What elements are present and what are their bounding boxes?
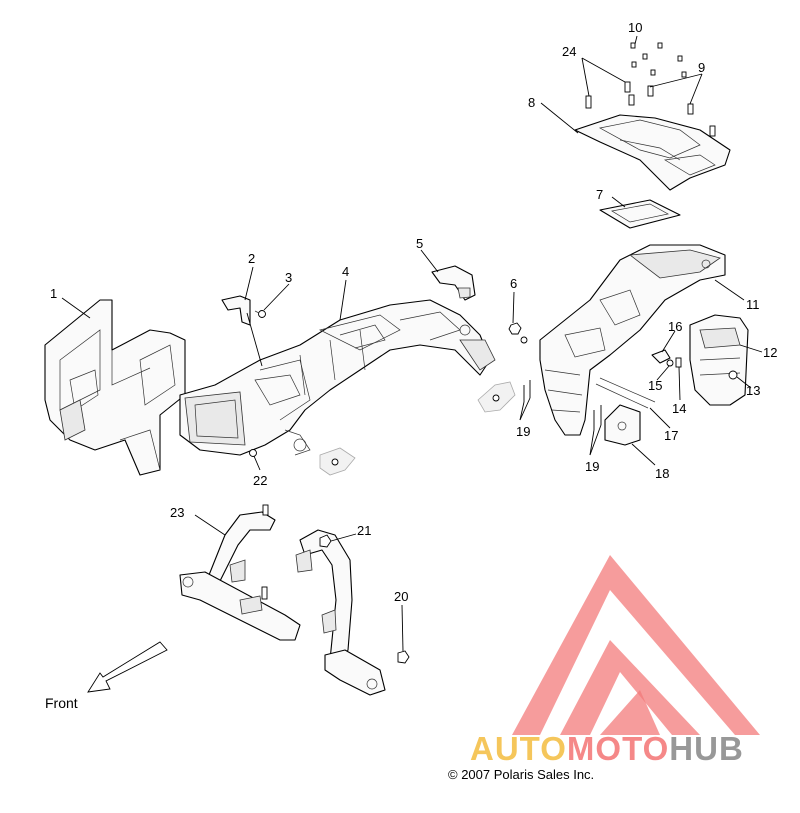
- front-arrow-icon: [87, 641, 168, 693]
- watermark-hub: HUB: [669, 730, 744, 767]
- watermark-logo: AUTOMOTOHUB: [470, 555, 760, 767]
- callout-9: 9: [698, 60, 705, 75]
- callout-3: 3: [285, 270, 292, 285]
- callout-20: 20: [394, 589, 408, 604]
- callout-19-right: 19: [585, 459, 599, 474]
- callout-1: 1: [50, 286, 57, 301]
- callout-19-left: 19: [516, 424, 530, 439]
- part-12-tank: [689, 314, 749, 406]
- callout-labels: 1 2 3 4 5 6 7 8 9 10 11 12 13 14 15 16 1…: [50, 20, 777, 604]
- callout-12: 12: [763, 345, 777, 360]
- callout-4: 4: [342, 264, 349, 279]
- watermark-triangle-inner: [560, 640, 700, 735]
- part-4-main-frame: [179, 299, 496, 456]
- watermark-triangle-core: [600, 690, 660, 735]
- callout-17: 17: [664, 428, 678, 443]
- part-3-bolt: [254, 310, 266, 318]
- part-2-bracket: [221, 295, 251, 326]
- watermark-triangle: [512, 555, 760, 735]
- callout-22: 22: [253, 473, 267, 488]
- part-15-washer: [666, 359, 674, 367]
- part-23-stand: [179, 511, 386, 696]
- watermark-auto: AUTO: [470, 730, 567, 767]
- front-label: Front: [45, 695, 78, 711]
- callout-13: 13: [746, 383, 760, 398]
- callout-23: 23: [170, 505, 184, 520]
- callout-18: 18: [655, 466, 669, 481]
- part-5-mount: [431, 265, 476, 301]
- callout-21: 21: [357, 523, 371, 538]
- part-6-nut: [508, 322, 528, 344]
- part-22-bolt: [249, 449, 257, 457]
- callout-15: 15: [648, 378, 662, 393]
- callout-7: 7: [596, 187, 603, 202]
- part-1-front-bracket: [44, 299, 186, 476]
- part-16-bracket: [651, 349, 671, 364]
- part-23-bolts: [261, 504, 269, 600]
- part-11-rear-frame: [539, 244, 726, 436]
- watermark-moto: MOTO: [567, 730, 669, 767]
- callout-14: 14: [672, 401, 686, 416]
- part-19-bolts-left: [523, 380, 531, 402]
- part-21-bolt: [319, 534, 332, 548]
- leader-lines: [61, 35, 763, 652]
- watermark-text: AUTOMOTOHUB: [470, 730, 744, 767]
- callout-11: 11: [746, 297, 760, 312]
- part-7-pad: [599, 199, 681, 229]
- part-8-top-plate: [574, 114, 731, 191]
- copyright-text: © 2007 Polaris Sales Inc.: [448, 767, 594, 782]
- callout-24: 24: [562, 44, 576, 59]
- callout-16: 16: [668, 319, 682, 334]
- part-17-rods: [595, 377, 656, 409]
- callout-8: 8: [528, 95, 535, 110]
- front-arrow: Front: [45, 641, 168, 711]
- callout-10: 10: [628, 20, 642, 35]
- callout-6: 6: [510, 276, 517, 291]
- part-14-bolt: [675, 357, 682, 368]
- callout-2: 2: [248, 251, 255, 266]
- part-19-bolts-right: [593, 405, 602, 430]
- part-18-plate: [604, 404, 641, 446]
- callout-5: 5: [416, 236, 423, 251]
- part-20-bolt: [397, 650, 410, 664]
- fastener-set-top: [585, 42, 716, 137]
- part-13-clamp: [728, 370, 738, 380]
